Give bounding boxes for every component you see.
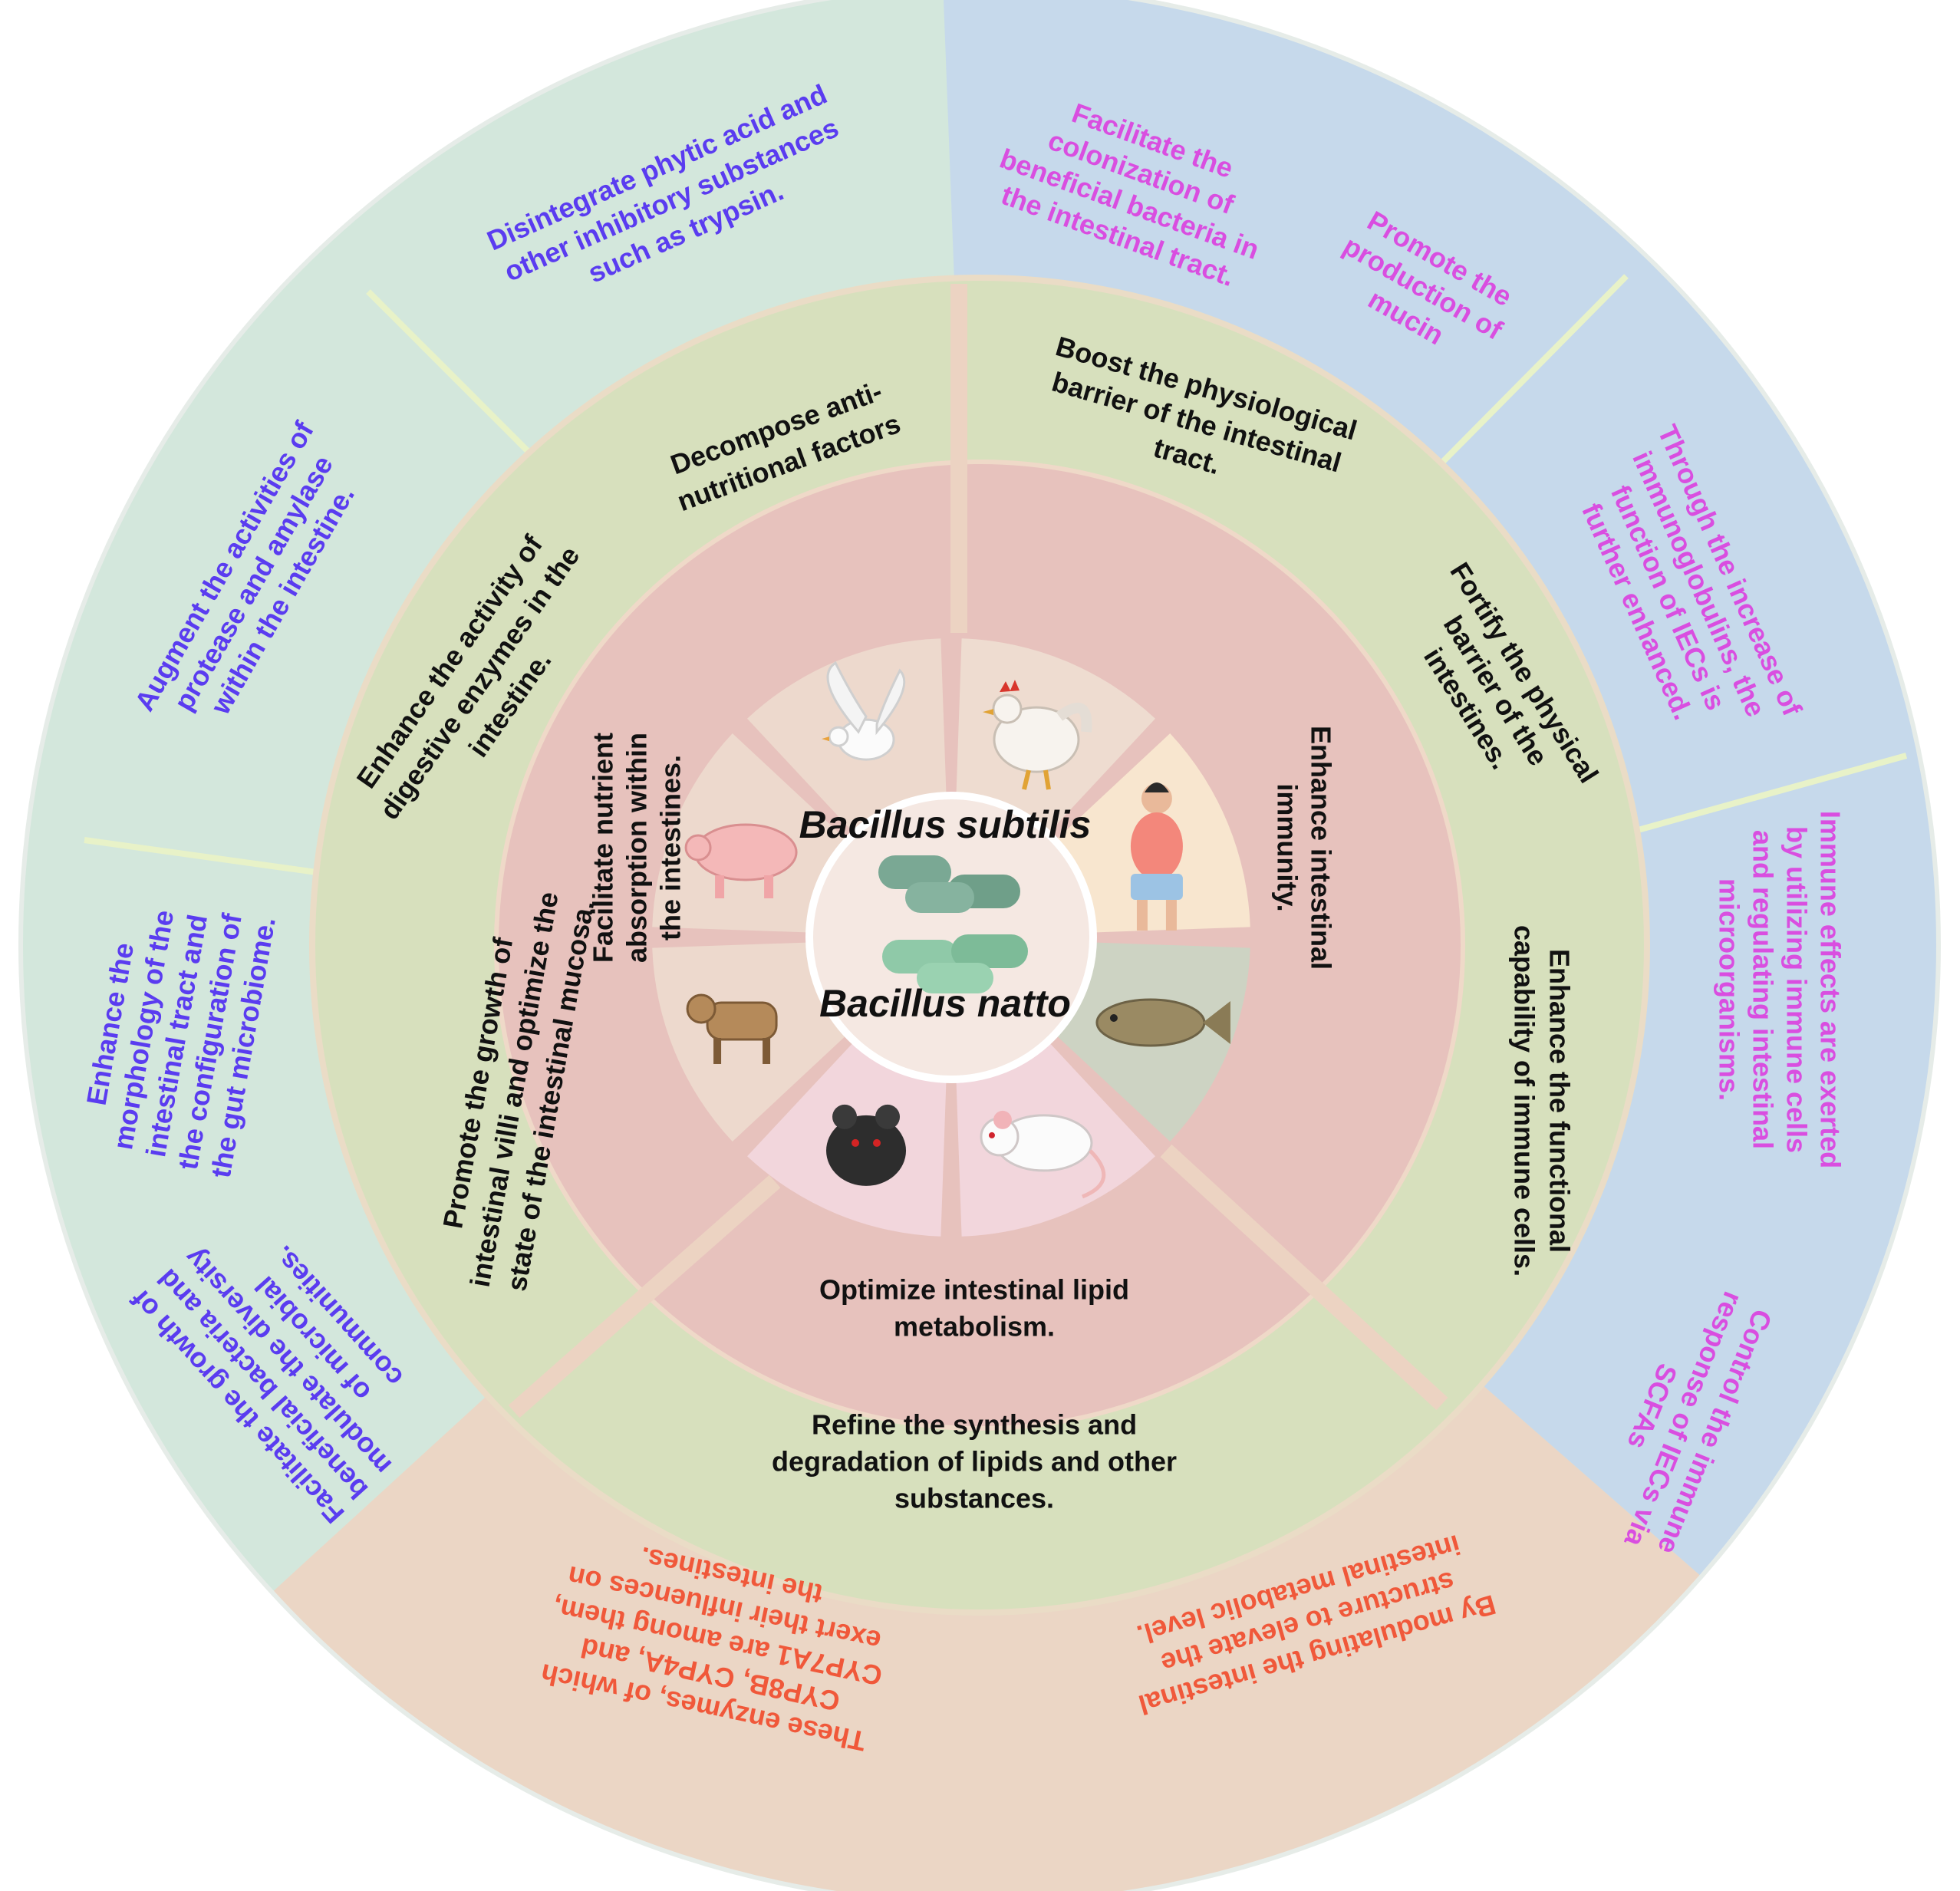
inner-nutrient-text-line: the intestines. (655, 755, 687, 941)
woman-icon (1130, 782, 1183, 931)
center-title-top: Bacillus subtilis (799, 803, 1092, 846)
bacterium-rod (917, 963, 993, 993)
middle-immune-cells-text-line: Enhance the functional (1543, 949, 1575, 1253)
middle-lipid-synthesis-text-line: substances. (894, 1483, 1054, 1514)
middle-lipid-synthesis-text: Refine the synthesis and degradation of l… (772, 1409, 1177, 1514)
outer-immune-effects-text-line: Immune effects are exerted (1814, 811, 1846, 1168)
bacteria-cluster-bottom (882, 934, 1028, 993)
outer-morphology-text: Enhance themorphology of theintestinal t… (71, 891, 281, 1180)
rooster-icon (982, 680, 1092, 790)
inner-nutrient-text: Facilitate nutrientabsorption withinthe … (588, 733, 687, 963)
white-rat-icon (980, 1110, 1106, 1199)
outer-immune-effects-text-line: microorganisms. (1713, 878, 1744, 1101)
outer-immune-effects-text-line: and regulating intestinal (1747, 830, 1778, 1149)
center-title-bottom: Bacillus natto (819, 982, 1071, 1025)
black-mouse-icon (826, 1104, 907, 1186)
fish-icon (1095, 998, 1230, 1047)
middle-lipid-synthesis-text-line: degradation of lipids and other (772, 1446, 1177, 1478)
pig-icon (684, 823, 798, 899)
bacterium-rod (878, 855, 951, 889)
cow-icon (686, 993, 778, 1064)
outer-cyp-enzymes-text: These enzymes, of whichCYP8B, CYP4A, and… (535, 1525, 899, 1758)
dove-icon (822, 661, 906, 761)
outer-immune-effects-text-line: by utilizing immune cells (1780, 826, 1812, 1153)
outer-immune-effects-text: Immune effects are exertedby utilizing i… (1713, 811, 1846, 1168)
inner-nutrient-text-line: absorption within (621, 733, 653, 963)
inner-immunity-text: Enhance intestinalimmunity. (1271, 726, 1336, 970)
inner-lipid-text-line: metabolism. (894, 1311, 1055, 1342)
middle-immune-cells-text-line: capability of immune cells. (1508, 925, 1540, 1277)
outer-ring-edge (18, 0, 1941, 1891)
bacteria-cluster-top (878, 855, 1020, 913)
divider-line (1160, 1144, 1448, 1411)
inner-lipid-text: Optimize intestinal lipid metabolism. (819, 1274, 1129, 1342)
divider-line (508, 1174, 781, 1418)
inner-immunity-text-line: Enhance intestinal (1305, 726, 1336, 970)
inner-dividers (508, 284, 1448, 1418)
bacterium-rod (905, 882, 974, 913)
middle-lipid-synthesis-text-line: Refine the synthesis and (812, 1409, 1137, 1441)
middle-immune-cells-text: Enhance the functionalcapability of immu… (1508, 925, 1575, 1277)
inner-lipid-text-line: Optimize intestinal lipid (819, 1274, 1129, 1306)
inner-immunity-text-line: immunity. (1271, 783, 1303, 911)
inner-nutrient-text-line: Facilitate nutrient (588, 733, 619, 963)
bacterium-rod (951, 934, 1028, 968)
